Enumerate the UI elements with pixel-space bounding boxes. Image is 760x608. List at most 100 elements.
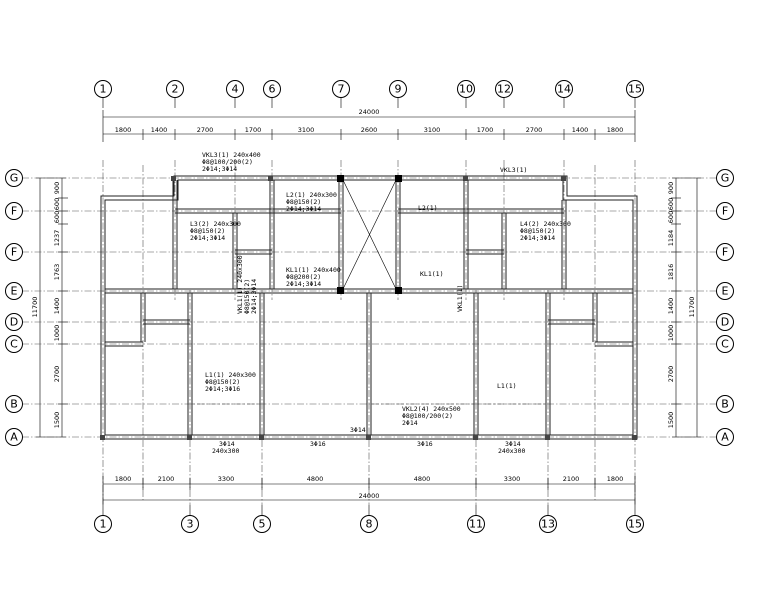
- annotation-l2-top: Φ8@150(2): [286, 198, 321, 206]
- annotation-vkl1-left: Φ8@150(2): [243, 279, 251, 314]
- dim-right: 900: [667, 182, 675, 194]
- annotation-vkl1-left: VKL1(1) 240x300: [236, 255, 244, 314]
- annotation-l3: L3(2) 240x300: [190, 220, 241, 228]
- dim-bottom: 4800: [307, 475, 324, 483]
- axis-label-top: 9: [395, 83, 402, 96]
- annotation-l1-left: 2Φ14;3Φ16: [205, 385, 240, 393]
- dim-bottom: 3300: [504, 475, 521, 483]
- annotation-bottom-left: 3Φ14: [219, 440, 235, 448]
- dim-bottom: 1800: [115, 475, 132, 483]
- top-axis-bubbles: 1 2 4 6 7 9 10 12 14 15: [94, 80, 644, 108]
- left-dimension-chain: 11700 900 600 600 1237 1763 1400 1000 27…: [31, 177, 68, 438]
- annotation-vkl2: VKL2(4) 240x500: [402, 405, 461, 413]
- annotation-l3: Φ8@150(2): [190, 227, 225, 235]
- dim-left: 600: [53, 198, 61, 210]
- dim-top: 3100: [298, 126, 315, 134]
- axis-label-right: G: [721, 172, 730, 185]
- dim-top-total: 24000: [359, 108, 380, 116]
- dim-top: 2600: [361, 126, 378, 134]
- annotation-l2-top: 2Φ14;3Φ14: [286, 205, 321, 213]
- dim-top: 1700: [477, 126, 494, 134]
- dim-left: 1000: [53, 325, 61, 342]
- axis-label-left: B: [10, 398, 18, 411]
- annotation-vkl2: Φ8@100/200(2): [402, 412, 453, 420]
- annotation-kl1-center: KL1(1) 240x400: [286, 266, 341, 274]
- dim-bottom: 1800: [607, 475, 624, 483]
- dim-right: 600: [667, 198, 675, 210]
- dim-right: 1184: [667, 230, 675, 247]
- axis-label-left: A: [10, 431, 18, 444]
- dim-left: 1500: [53, 412, 61, 429]
- annotation-l4: L4(2) 240x300: [520, 220, 571, 228]
- axis-label-bottom: 5: [259, 518, 266, 531]
- dim-top: 1700: [245, 126, 262, 134]
- beam-annotations: VKL3(1) 240x400 Φ8@100/200(2) 2Φ14;3Φ14 …: [190, 151, 571, 455]
- dim-top: 3100: [424, 126, 441, 134]
- annotation-l1-left: Φ8@150(2): [205, 378, 240, 386]
- right-row-bubbles: G F F E D C B A: [716, 169, 734, 446]
- top-dimension-chain: 24000 1800 1400 2700 1700 3100 2600 3100…: [102, 108, 636, 142]
- annotation-bottom-mid-center: 3Φ14: [350, 426, 366, 434]
- dim-left: 1400: [53, 298, 61, 315]
- axis-label-bottom: 3: [187, 518, 194, 531]
- axis-label-bottom: 1: [100, 518, 107, 531]
- dim-bottom: 2100: [158, 475, 175, 483]
- dim-top: 2700: [526, 126, 543, 134]
- column-axis-lines: [102, 160, 636, 505]
- dim-top: 1800: [115, 126, 132, 134]
- bottom-axis-bubbles: 1 3 5 8 11 13 15: [94, 505, 644, 533]
- annotation-l4: Φ8@150(2): [520, 227, 555, 235]
- annotation-bottom-mid-left: 3Φ16: [310, 440, 326, 448]
- axis-label-bottom: 15: [628, 518, 642, 531]
- annotation-vkl3-left: 2Φ14;3Φ14: [202, 165, 237, 173]
- axis-label-left: G: [10, 172, 19, 185]
- annotation-vkl3-left: VKL3(1) 240x400: [202, 151, 261, 159]
- building-beams: [100, 175, 638, 440]
- dim-bottom-total: 24000: [359, 492, 380, 500]
- axis-label-right: C: [721, 338, 729, 351]
- dim-bottom: 3300: [218, 475, 235, 483]
- axis-label-top: 4: [232, 83, 239, 96]
- dim-top: 1400: [151, 126, 168, 134]
- axis-label-left: F: [11, 205, 17, 218]
- dim-left-total: 11700: [31, 297, 39, 318]
- axis-label-right: E: [722, 285, 729, 298]
- annotation-bottom-right: 240x300: [498, 447, 525, 455]
- annotation-kl1-right: KL1(1): [420, 270, 443, 278]
- dim-right: 2700: [667, 366, 675, 383]
- dim-left: 1763: [53, 264, 61, 281]
- axis-label-top: 12: [497, 83, 511, 96]
- dim-top: 2700: [197, 126, 214, 134]
- dim-right: 1816: [667, 264, 675, 281]
- axis-label-top: 15: [628, 83, 642, 96]
- axis-label-bottom: 13: [541, 518, 555, 531]
- annotation-vkl1-left: 2Φ14;3Φ14: [250, 279, 258, 314]
- annotation-vkl2: 2Φ14: [402, 419, 418, 427]
- dim-right: 1400: [667, 298, 675, 315]
- axis-label-bottom: 8: [366, 518, 373, 531]
- bottom-dimension-chain: 1800 2100 3300 4800 4800 3300 2100 1800 …: [102, 475, 636, 505]
- axis-label-right: F: [722, 246, 728, 259]
- axis-label-right: A: [721, 431, 729, 444]
- dim-top: 1800: [607, 126, 624, 134]
- axis-label-top: 1: [100, 83, 107, 96]
- axis-label-top: 14: [557, 83, 571, 96]
- axis-label-right: D: [721, 316, 729, 329]
- axis-label-bottom: 11: [469, 518, 483, 531]
- annotation-vkl3-right: VKL3(1): [500, 166, 527, 174]
- annotation-bottom-right: 3Φ14: [505, 440, 521, 448]
- axis-label-right: F: [722, 205, 728, 218]
- axis-label-top: 2: [172, 83, 179, 96]
- axis-label-right: B: [721, 398, 729, 411]
- annotation-bottom-mid-right: 3Φ16: [417, 440, 433, 448]
- dim-right: 1000: [667, 325, 675, 342]
- dim-bottom: 4800: [414, 475, 431, 483]
- dim-left: 2700: [53, 366, 61, 383]
- dim-right: 1500: [667, 412, 675, 429]
- annotation-vkl3-left: Φ8@100/200(2): [202, 158, 253, 166]
- axis-label-left: F: [11, 246, 17, 259]
- axis-label-top: 7: [338, 83, 345, 96]
- annotation-kl1-center: 2Φ14;3Φ14: [286, 280, 321, 288]
- annotation-l1-left: L1(1) 240x300: [205, 371, 256, 379]
